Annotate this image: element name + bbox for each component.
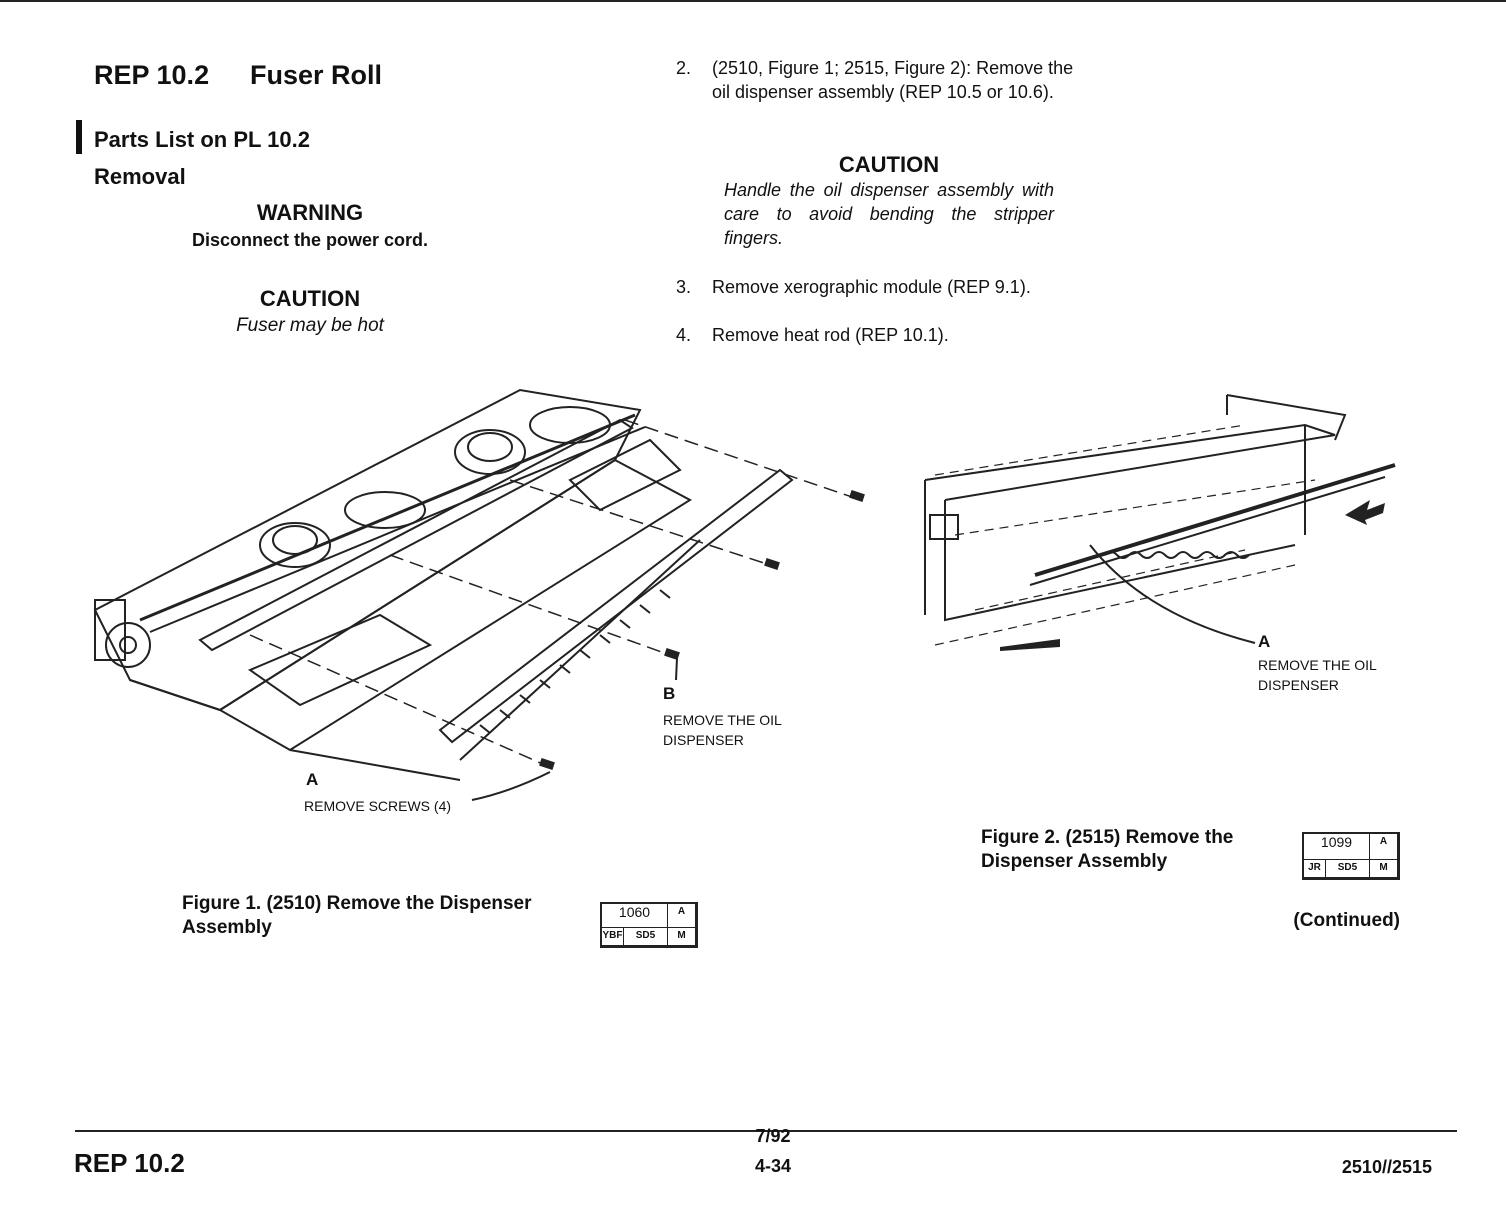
step-text: Remove heat rod (REP 10.1). [712, 325, 949, 345]
callout-b-label: REMOVE THE OIL DISPENSER [663, 710, 782, 750]
step-number: 3. [676, 277, 692, 297]
figure-code-c1: YBF [602, 928, 624, 946]
figure-code-number: 1099 [1304, 834, 1370, 860]
figure-code-number: 1060 [602, 904, 668, 928]
callout-a-letter: A [306, 770, 319, 789]
figure-1-caption: Figure 1. (2510) Remove the Dispenser As… [182, 892, 532, 940]
callout-a-label: REMOVE SCREWS (4) [304, 798, 452, 814]
figure-code-c2: SD5 [1326, 860, 1370, 878]
step-number: 4. [676, 325, 692, 345]
warning-text: Disconnect the power cord. [191, 230, 429, 250]
step-item: 3. Remove xerographic module (REP 9.1). [676, 275, 1096, 301]
figure-2-dispenser-illustration [924, 394, 1396, 651]
footer-date: 7/92 [755, 1126, 791, 1146]
footer-rule [75, 1130, 1457, 1132]
callout-b-line: DISPENSER [663, 732, 744, 748]
caution-text: Fuser may be hot [236, 315, 384, 336]
footer-rep-number: REP 10.2 [74, 1148, 185, 1178]
figure-code-rev: A [668, 904, 696, 928]
caption-line: Dispenser Assembly [981, 851, 1168, 872]
caution-heading: CAUTION [838, 152, 940, 177]
callout-a-label: REMOVE THE OIL DISPENSER [1258, 655, 1377, 695]
removal-heading: Removal [94, 164, 186, 189]
caution-heading: CAUTION [259, 286, 361, 311]
step-text: (2510, Figure 1; 2515, Figure 2): Remove… [712, 58, 1074, 102]
callout-a-letter: A [1258, 632, 1271, 651]
step-item: 4. Remove heat rod (REP 10.1). [676, 323, 1096, 349]
caution-text: Handle the oil dispenser assembly with c… [724, 180, 1054, 248]
caption-line: Figure 2. (2515) Remove the [981, 827, 1234, 848]
footer-model: 2510//2515 [1341, 1157, 1432, 1177]
figure-code-c3: M [1370, 860, 1398, 878]
figure-code-c3: M [668, 928, 696, 946]
callout-a-line: REMOVE THE OIL [1258, 657, 1377, 673]
figure-2-caption: Figure 2. (2515) Remove the Dispenser As… [981, 826, 1233, 874]
step-item: 2. (2510, Figure 1; 2515, Figure 2): Rem… [676, 56, 1096, 132]
caption-line: Assembly [182, 917, 272, 938]
figure-2-code-box: 1099 A JR SD5 M [1302, 832, 1400, 880]
figure-code-c1: JR [1304, 860, 1326, 878]
callout-a-line: DISPENSER [1258, 677, 1339, 693]
continued-note: (Continued) [1293, 910, 1400, 931]
callout-b-letter: B [663, 684, 676, 703]
parts-list-reference: Parts List on PL 10.2 [94, 127, 311, 152]
figure-code-c2: SD5 [624, 928, 668, 946]
step-text: Remove xerographic module (REP 9.1). [712, 277, 1031, 297]
top-border-rule [0, 0, 1506, 2]
page-title: Fuser Roll [250, 60, 383, 90]
figure-1-code-box: 1060 A YBF SD5 M [600, 902, 698, 948]
footer-page-number: 4-34 [754, 1156, 792, 1176]
caption-line: Figure 1. (2510) Remove the Dispenser [182, 893, 532, 914]
figure-code-rev: A [1370, 834, 1398, 860]
step-number: 2. [676, 58, 692, 78]
warning-heading: WARNING [256, 200, 364, 225]
change-bar [76, 120, 82, 154]
figure-1-fuser-assembly-illustration [93, 388, 865, 801]
callout-b-line: REMOVE THE OIL [663, 712, 782, 728]
rep-number-heading: REP 10.2 [94, 60, 210, 90]
